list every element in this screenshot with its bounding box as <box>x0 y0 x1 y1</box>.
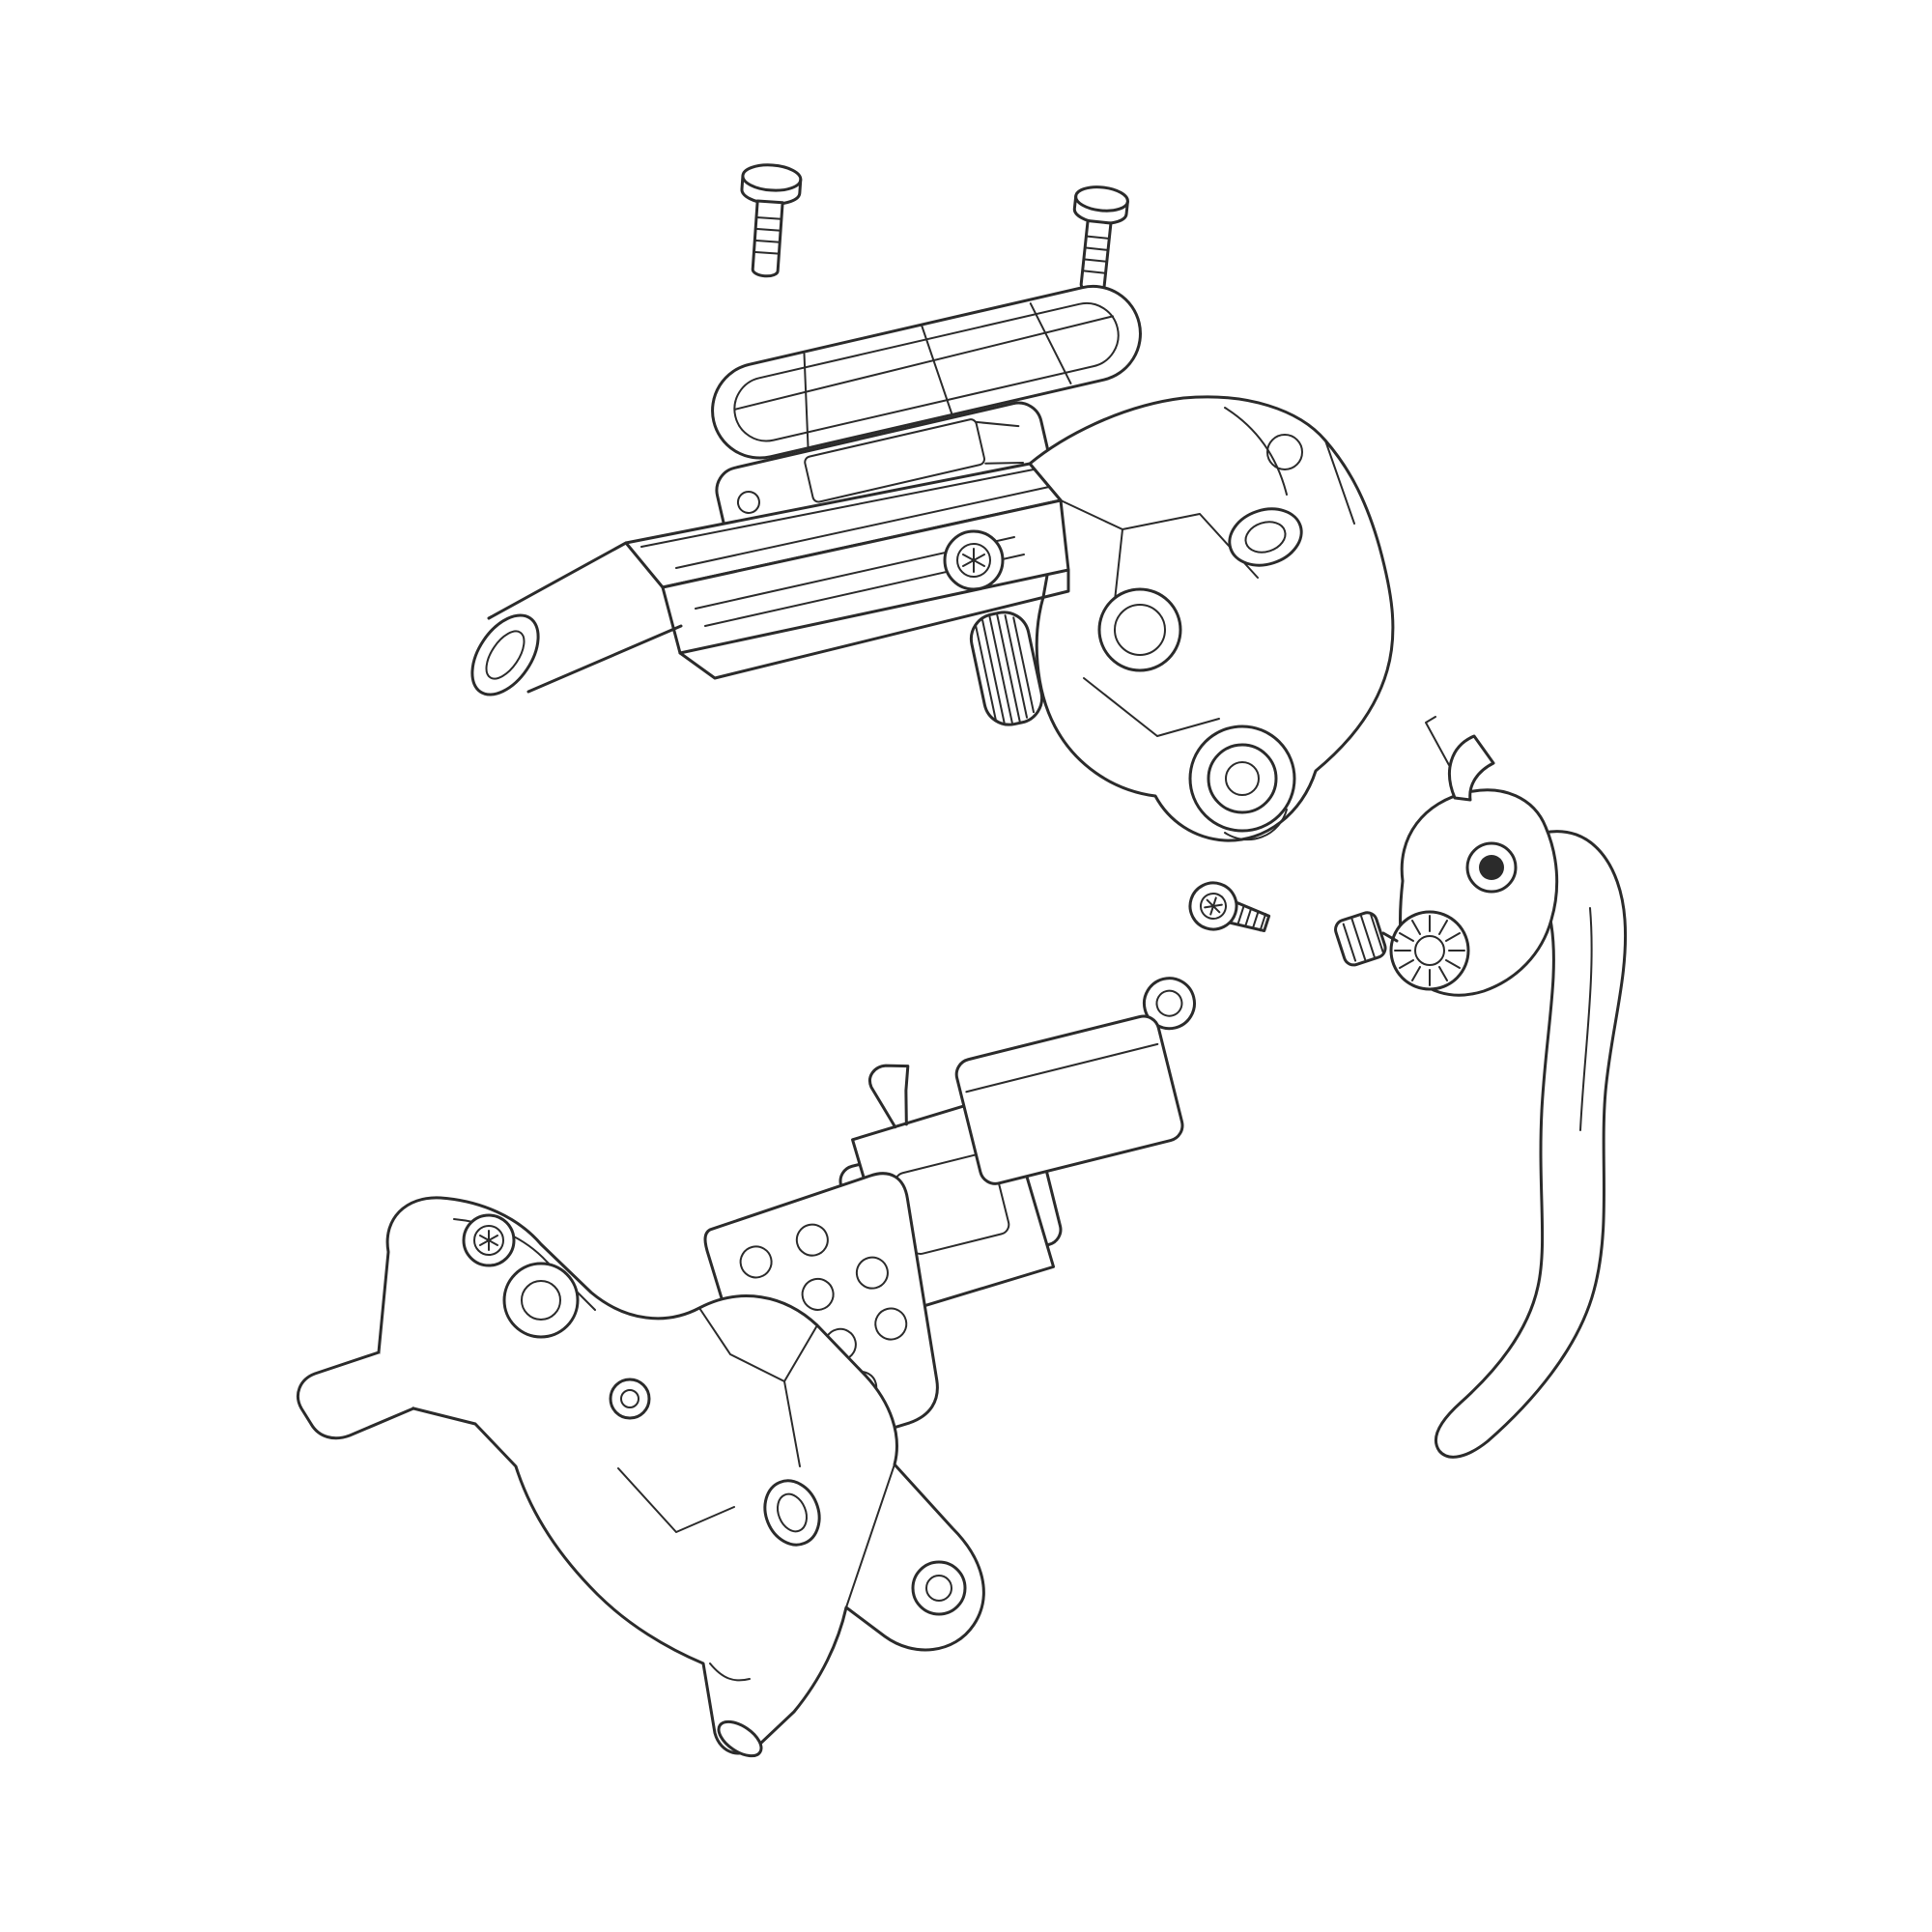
line-art-root <box>297 163 1628 1758</box>
reservoir-cover <box>711 284 1142 460</box>
master-cylinder-body <box>470 395 1395 842</box>
diaphragm-gasket <box>715 401 1050 542</box>
cover-screw-right <box>1072 185 1129 294</box>
cover-screw-left <box>740 163 803 278</box>
brake-lever <box>1334 716 1628 1459</box>
pivot-bolt <box>1188 881 1271 933</box>
caliper-body <box>297 1196 985 1758</box>
brake-pad-front <box>954 977 1196 1185</box>
